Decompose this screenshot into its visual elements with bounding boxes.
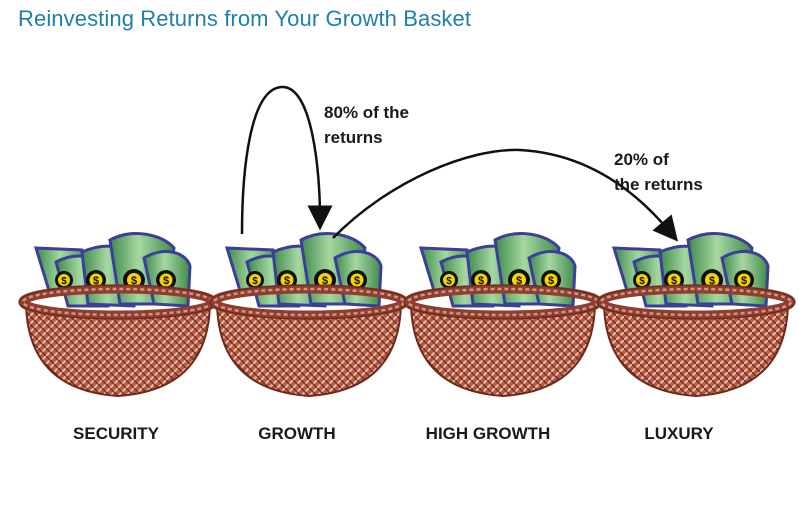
basket-label-security: SECURITY [73, 424, 159, 443]
arrow-20-percent [332, 148, 679, 242]
arrow-label-20-line2: the returns [614, 175, 703, 194]
arrow-label-80-line2: returns [324, 128, 383, 147]
arrow-label-80-percent: 80% of the returns [324, 100, 409, 150]
basket-label-luxury: LUXURY [644, 424, 714, 443]
basket-security [19, 234, 217, 396]
arrow-label-20-line1: 20% of [614, 150, 669, 169]
arrow-label-20-percent: 20% of the returns [614, 147, 703, 197]
basket-label-growth: GROWTH [258, 424, 336, 443]
arrow-label-80-line1: 80% of the [324, 103, 410, 122]
basket-high-growth [404, 234, 602, 396]
basket-growth [210, 234, 408, 396]
arrow-80-percent [240, 85, 333, 235]
page-title: Reinvesting Returns from Your Growth Bas… [18, 6, 472, 31]
basket-luxury [597, 234, 795, 396]
basket-label-high-growth: HIGH GROWTH [425, 424, 551, 443]
